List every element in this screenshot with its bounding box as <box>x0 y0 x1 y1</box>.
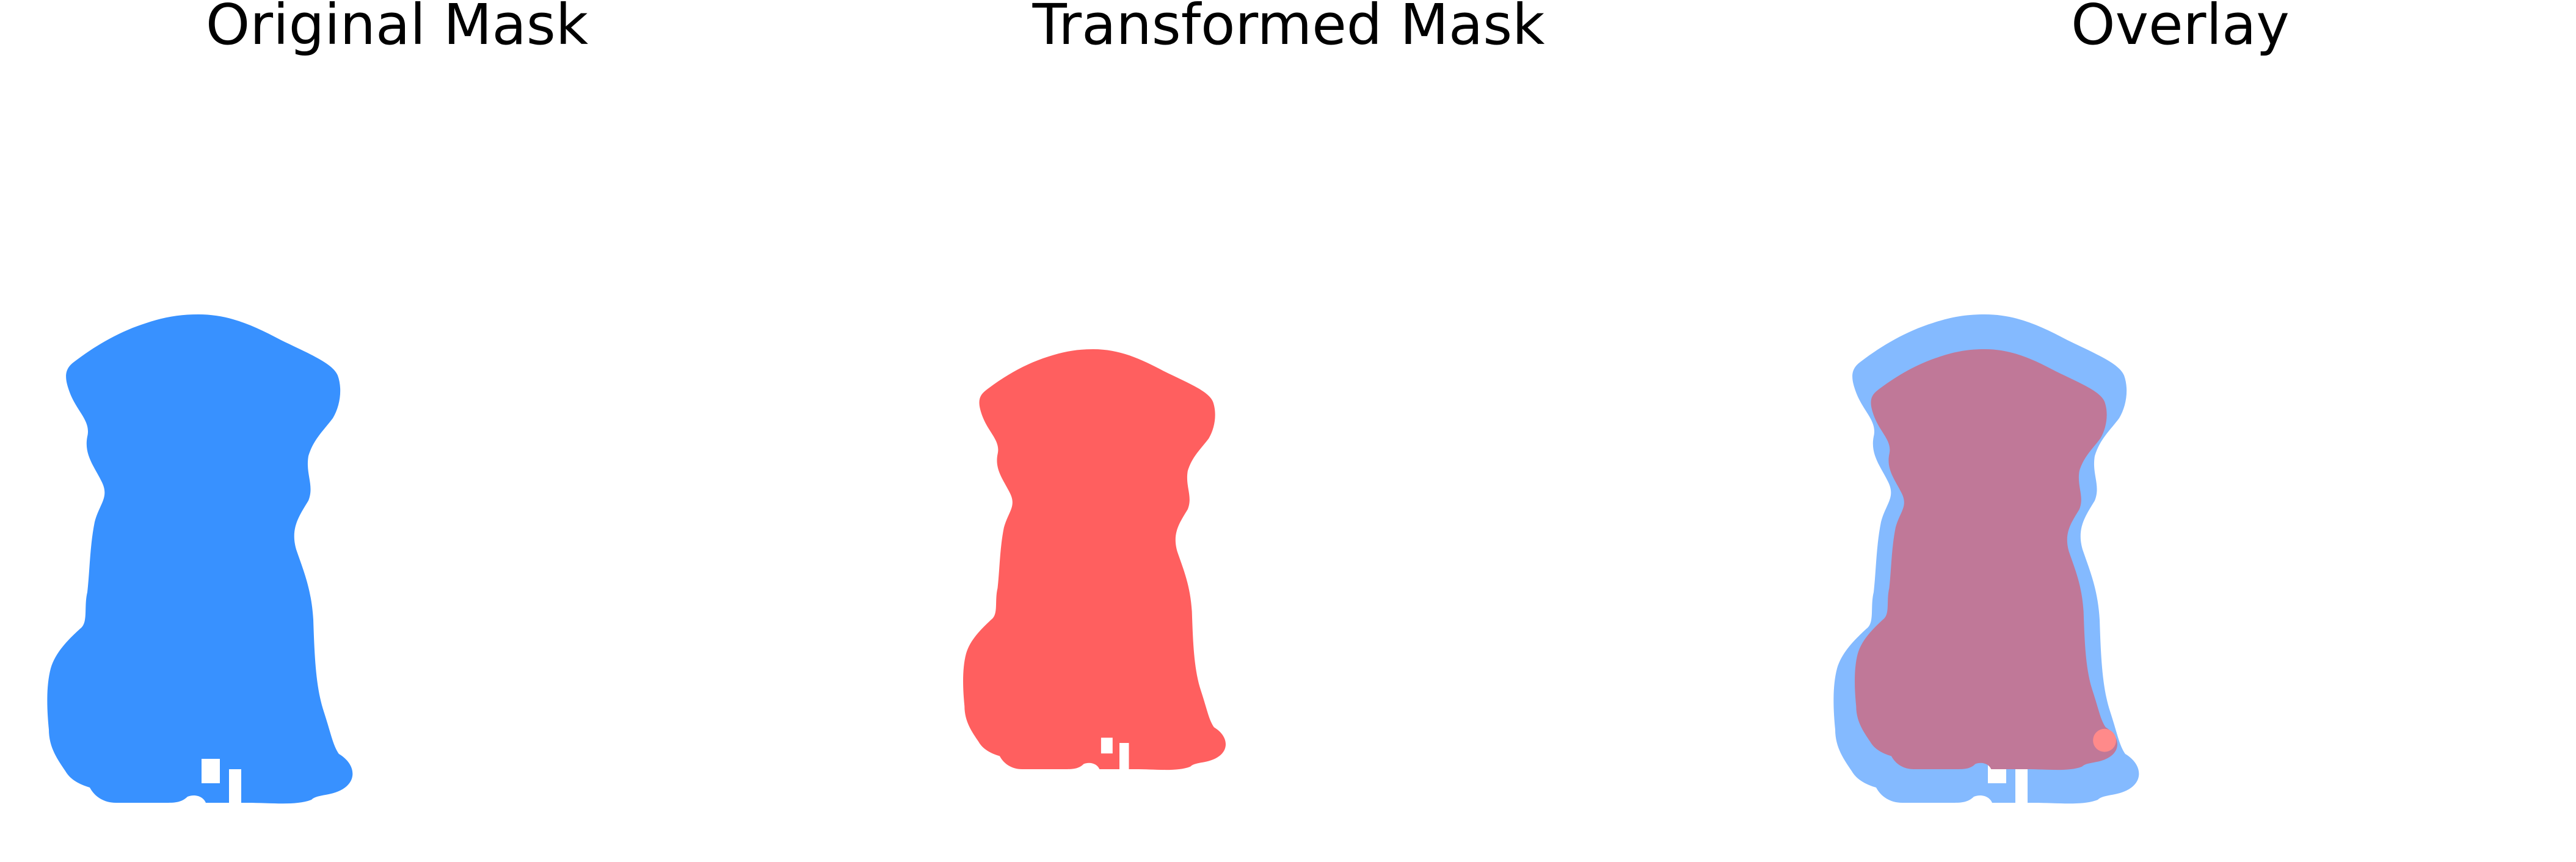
original-mask-title: Original Mask <box>205 0 589 57</box>
transformed-mask <box>963 349 1226 770</box>
overlay-title: Overlay <box>2071 0 2290 57</box>
transformed-mask-title: Transformed Mask <box>1032 0 1545 57</box>
overlay-intersection-mask <box>1855 349 2118 770</box>
original-mask <box>47 314 353 804</box>
